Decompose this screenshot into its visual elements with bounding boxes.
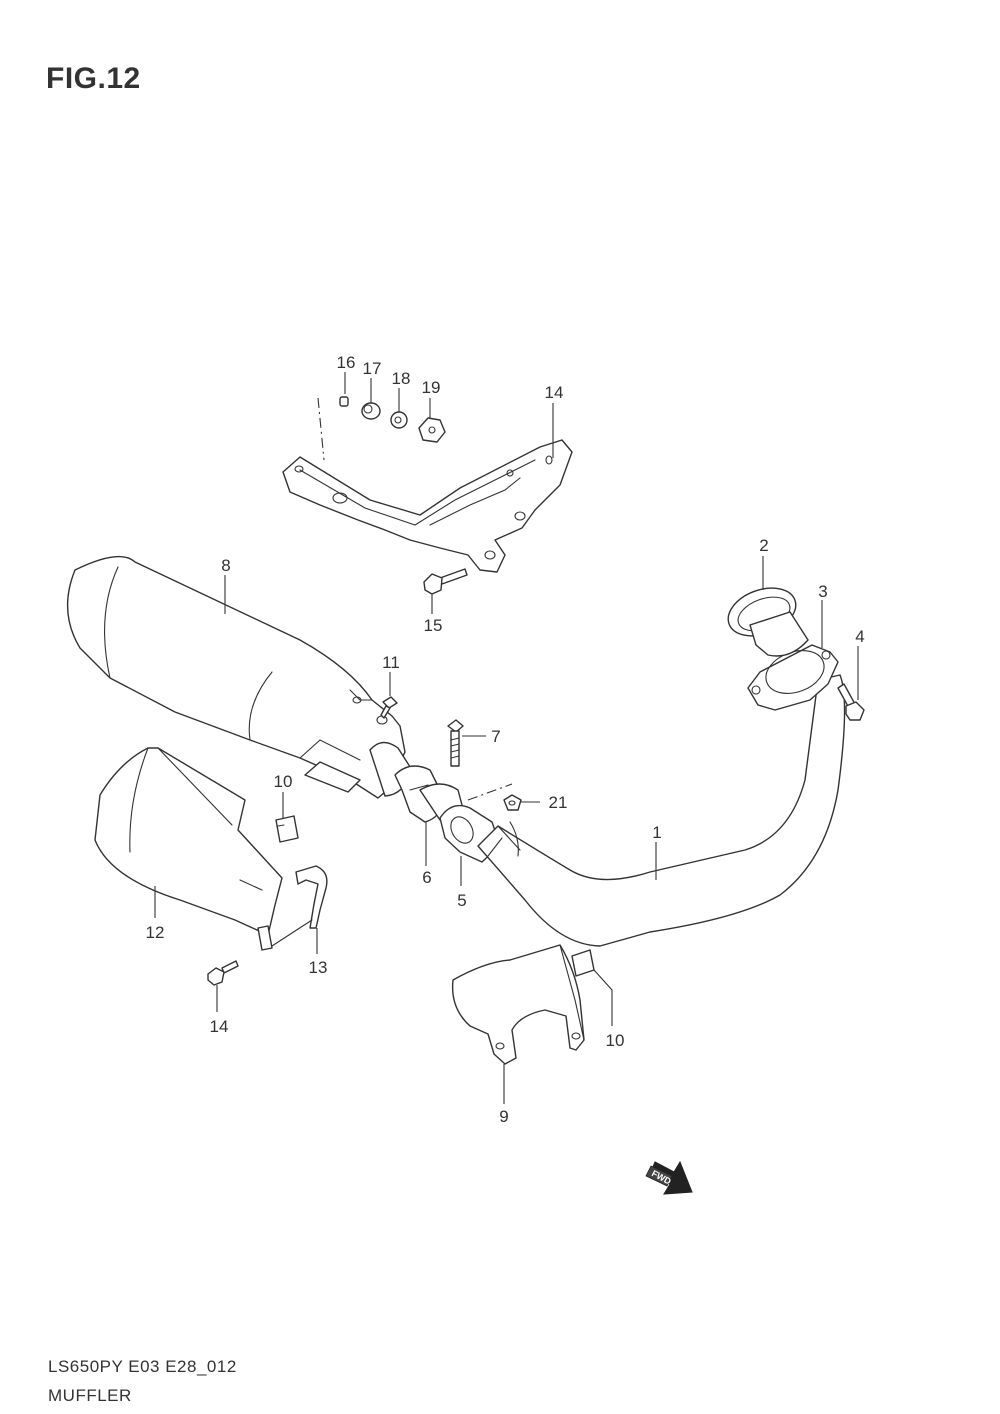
pad-10-lower-part bbox=[571, 949, 595, 977]
callout-3: 3 bbox=[818, 582, 827, 601]
bolt-16-part bbox=[423, 568, 468, 595]
muffler-bracket-part bbox=[282, 439, 573, 573]
fwd-direction-arrow: FWD bbox=[645, 1160, 693, 1195]
screw-11-part bbox=[380, 696, 398, 719]
muffler-body-part bbox=[66, 555, 413, 799]
nut-20-part bbox=[418, 417, 446, 443]
bolt-4-part bbox=[837, 683, 865, 721]
gasket-2-part bbox=[727, 587, 809, 657]
clamp-band-13-part bbox=[271, 865, 328, 947]
heat-shield-12-part bbox=[94, 747, 283, 951]
callout-7: 7 bbox=[491, 727, 500, 746]
callout-17: 16 bbox=[337, 353, 356, 372]
cushion-18-part bbox=[361, 402, 381, 420]
callout-4: 4 bbox=[855, 627, 864, 646]
model-code: LS650PY E03 E28_012 bbox=[48, 1357, 237, 1376]
exhaust-pipe-part bbox=[477, 674, 846, 947]
callout-8: 8 bbox=[221, 556, 230, 575]
callout-10-upper: 10 bbox=[274, 772, 293, 791]
screw-14-part bbox=[207, 960, 239, 986]
assembly-line-bracket bbox=[317, 397, 325, 461]
bolt-7-part bbox=[447, 719, 464, 767]
callout-19: 18 bbox=[392, 369, 411, 388]
bushing-17-part bbox=[339, 396, 349, 407]
callout-2: 2 bbox=[759, 536, 768, 555]
callout-12: 12 bbox=[146, 923, 165, 942]
callout-14: 14 bbox=[210, 1017, 229, 1036]
callout-11: 11 bbox=[382, 653, 400, 672]
assembly-line-21 bbox=[467, 783, 513, 801]
pad-10-upper-part bbox=[275, 815, 299, 843]
callout-9: 9 bbox=[499, 1107, 508, 1126]
callout-15: 14 bbox=[545, 383, 564, 402]
heat-shield-9-part bbox=[451, 944, 585, 1065]
callout-6: 6 bbox=[422, 868, 431, 887]
washer-19-part bbox=[390, 411, 408, 429]
callout-16: 15 bbox=[424, 616, 443, 635]
flange-3-part bbox=[747, 644, 839, 711]
callout-21: 21 bbox=[549, 793, 568, 812]
callout-13: 13 bbox=[309, 958, 328, 977]
callout-1: 1 bbox=[652, 823, 661, 842]
nut-21-part bbox=[503, 794, 522, 811]
callout-10-lower: 10 bbox=[606, 1031, 625, 1050]
leader-10-lower bbox=[593, 969, 613, 1026]
section-name: MUFFLER bbox=[48, 1386, 132, 1405]
callout-20: 19 bbox=[422, 378, 441, 397]
callout-5: 5 bbox=[457, 891, 466, 910]
callout-18: 17 bbox=[363, 359, 382, 378]
figure-title: FIG.12 bbox=[46, 62, 141, 95]
